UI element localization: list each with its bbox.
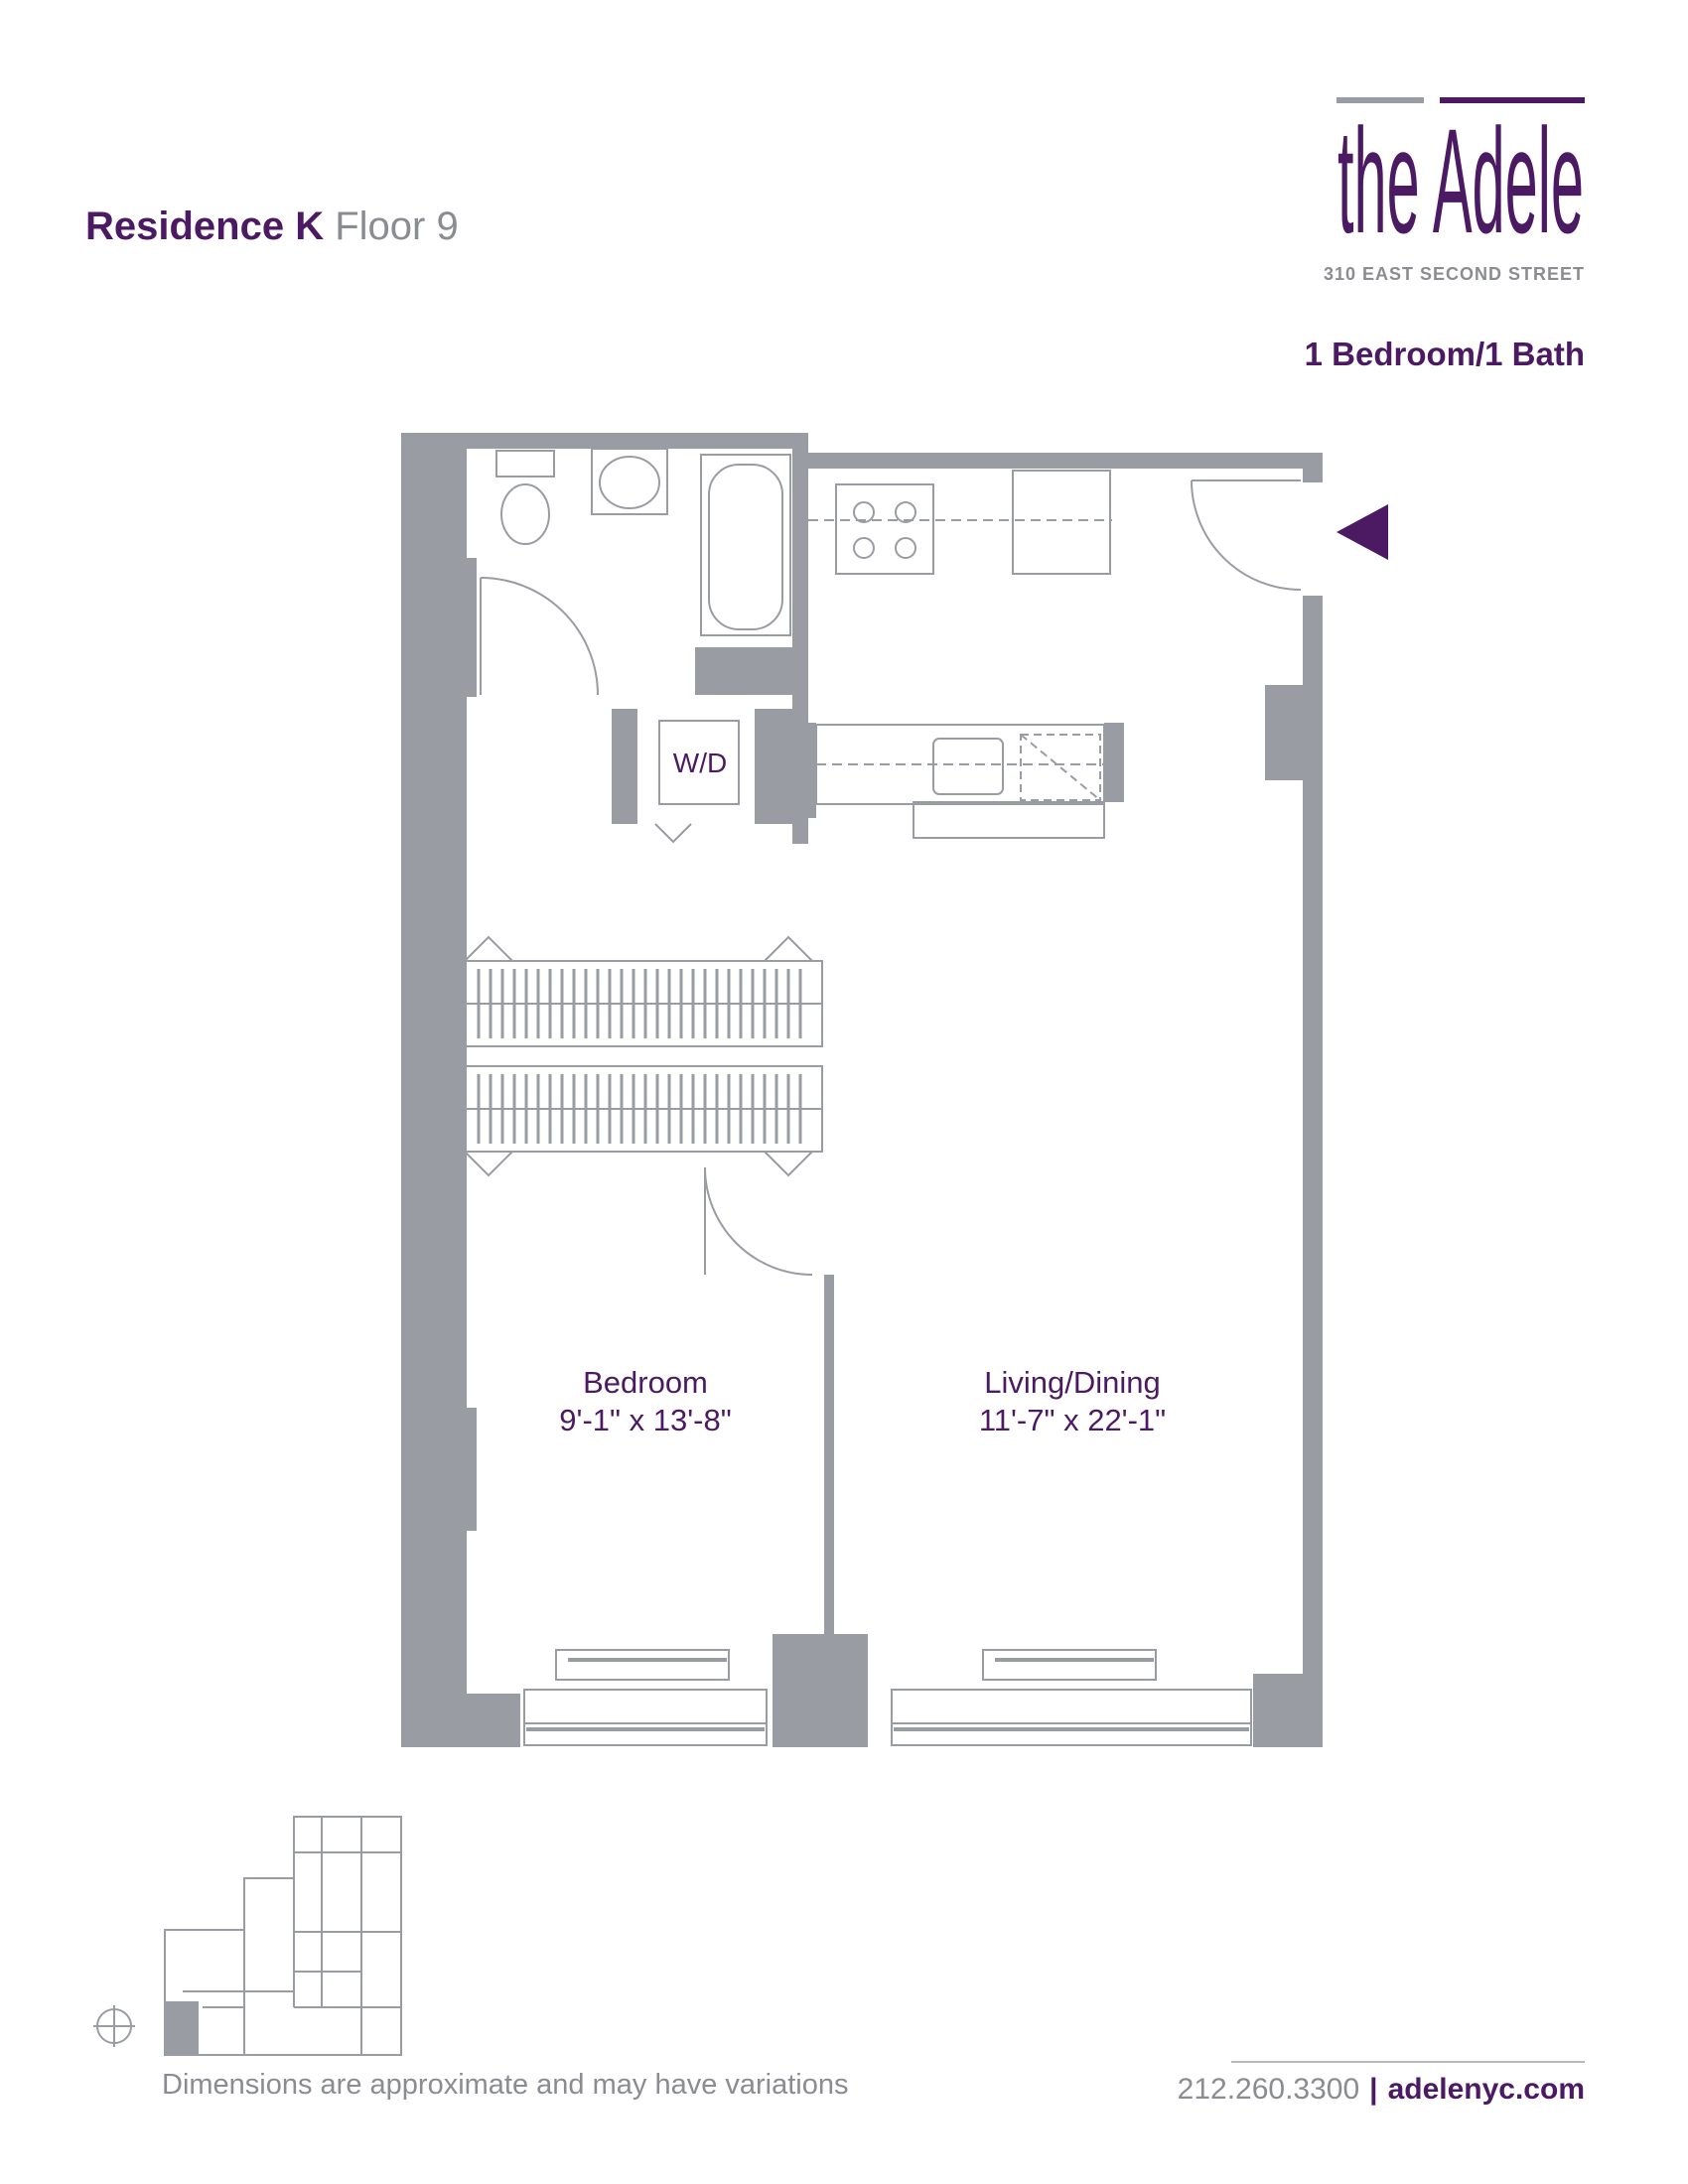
living-dining-name: Living/Dining bbox=[984, 1365, 1161, 1400]
footer-rule bbox=[1231, 2061, 1585, 2063]
south-center-column bbox=[773, 1634, 868, 1747]
brand-address: 310 EAST SECOND STREET bbox=[1323, 264, 1585, 284]
contact-line: 212.260.3300 | adelenyc.com bbox=[1178, 2073, 1585, 2107]
residence-name: Residence K bbox=[85, 205, 325, 248]
website-link[interactable]: adelenyc.com bbox=[1387, 2073, 1585, 2106]
floor-label: Floor 9 bbox=[335, 205, 459, 248]
east-column bbox=[1265, 685, 1307, 780]
dishwasher bbox=[1020, 734, 1101, 801]
shaft-block bbox=[695, 647, 806, 695]
closet-door bbox=[764, 935, 813, 962]
key-plan bbox=[164, 1816, 402, 2056]
burner bbox=[853, 501, 875, 523]
closet-door bbox=[464, 1151, 513, 1177]
closet-door bbox=[764, 1151, 813, 1177]
west-wall-pier bbox=[461, 1408, 477, 1531]
counter-overhang bbox=[913, 801, 1105, 839]
burner bbox=[895, 501, 916, 523]
bedroom-partition bbox=[824, 1275, 834, 1634]
entry-door-swing bbox=[1191, 479, 1302, 591]
closet-hangers bbox=[477, 969, 802, 1144]
living-dining-size: 11'-7" x 22'-1" bbox=[978, 1403, 1167, 1437]
contact-separator: | bbox=[1369, 2073, 1378, 2106]
bath-door-swing bbox=[480, 577, 599, 696]
west-wall bbox=[401, 433, 467, 1747]
tub-interior bbox=[708, 464, 783, 630]
living-radiator bbox=[982, 1649, 1157, 1681]
burner bbox=[853, 537, 875, 559]
door-jamb-top bbox=[1303, 453, 1323, 482]
logo-bar-purple bbox=[1440, 97, 1585, 103]
east-wall bbox=[1303, 596, 1323, 1747]
bedroom-name: Bedroom bbox=[583, 1365, 708, 1400]
se-corner-column bbox=[1253, 1674, 1323, 1747]
refrigerator bbox=[1012, 470, 1111, 575]
range bbox=[835, 483, 934, 575]
phone-number: 212.260.3300 bbox=[1177, 2073, 1360, 2106]
bedroom-door-swing bbox=[704, 1166, 813, 1276]
wd-closet-wall-left bbox=[612, 709, 637, 824]
bedroom-window bbox=[523, 1689, 768, 1724]
bedroom-radiator bbox=[555, 1649, 730, 1681]
burner bbox=[895, 537, 916, 559]
north-wall-kitchen bbox=[808, 453, 1323, 469]
kitchen-sink bbox=[932, 738, 1004, 795]
closet-door bbox=[464, 935, 513, 962]
washer-dryer-label: W/D bbox=[672, 748, 728, 778]
vanity bbox=[591, 448, 668, 515]
wd-closet-wall-right bbox=[755, 709, 804, 824]
toilet-bowl bbox=[500, 483, 550, 545]
compass-icon bbox=[93, 2005, 135, 2047]
svg-text:the Adele: the Adele bbox=[1337, 105, 1584, 254]
bedroom-label: Bedroom 9'-1" x 13'-8" bbox=[536, 1364, 755, 1439]
sw-corner-column bbox=[401, 1694, 520, 1747]
brand-logo: the Adele 310 EAST SECOND STREET bbox=[1324, 97, 1585, 296]
basin bbox=[599, 456, 660, 509]
toilet-tank bbox=[495, 450, 555, 478]
counter-end-wall bbox=[1104, 723, 1124, 802]
living-window bbox=[891, 1689, 1252, 1724]
bedroom-size: 9'-1" x 13'-8" bbox=[559, 1403, 732, 1437]
unit-type: 1 Bedroom/1 Bath bbox=[1304, 336, 1585, 372]
bathtub bbox=[700, 454, 791, 636]
logo-bar-grey bbox=[1336, 97, 1424, 103]
logo-wordmark: the Adele bbox=[1337, 105, 1584, 254]
living-dining-label: Living/Dining 11'-7" x 22'-1" bbox=[943, 1364, 1201, 1439]
wd-closet-door bbox=[654, 823, 692, 844]
disclaimer: Dimensions are approximate and may have … bbox=[162, 2069, 849, 2101]
counter-wall bbox=[804, 723, 816, 818]
north-wall-bath bbox=[401, 433, 808, 449]
residence-heading: Residence K Floor 9 bbox=[85, 203, 459, 250]
bath-door-jamb bbox=[467, 558, 477, 697]
entry-arrow-icon bbox=[1336, 504, 1388, 560]
washer-dryer bbox=[658, 720, 740, 805]
